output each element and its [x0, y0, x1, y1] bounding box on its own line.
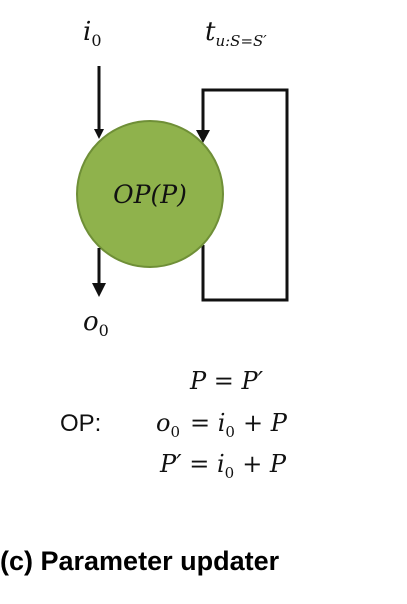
equation-line-1: P = P′	[189, 367, 264, 395]
node-label: OP(P)	[113, 180, 187, 209]
equation-line-2: o0= i0+ P	[156, 409, 288, 441]
equation-line-3: P′ = i0+ P	[159, 450, 287, 482]
feedback-loop	[201, 88, 289, 302]
feedback-arrowhead	[196, 130, 210, 143]
figure-caption: (c) Parameter updater	[0, 546, 280, 576]
equation-prefix: OP:	[60, 410, 101, 437]
output-label: o0	[83, 307, 109, 340]
feedback-label: tu:S=S′	[205, 17, 267, 50]
input-label: i0	[83, 17, 102, 50]
operator-node	[76, 120, 224, 268]
output-arrowhead	[92, 283, 106, 297]
